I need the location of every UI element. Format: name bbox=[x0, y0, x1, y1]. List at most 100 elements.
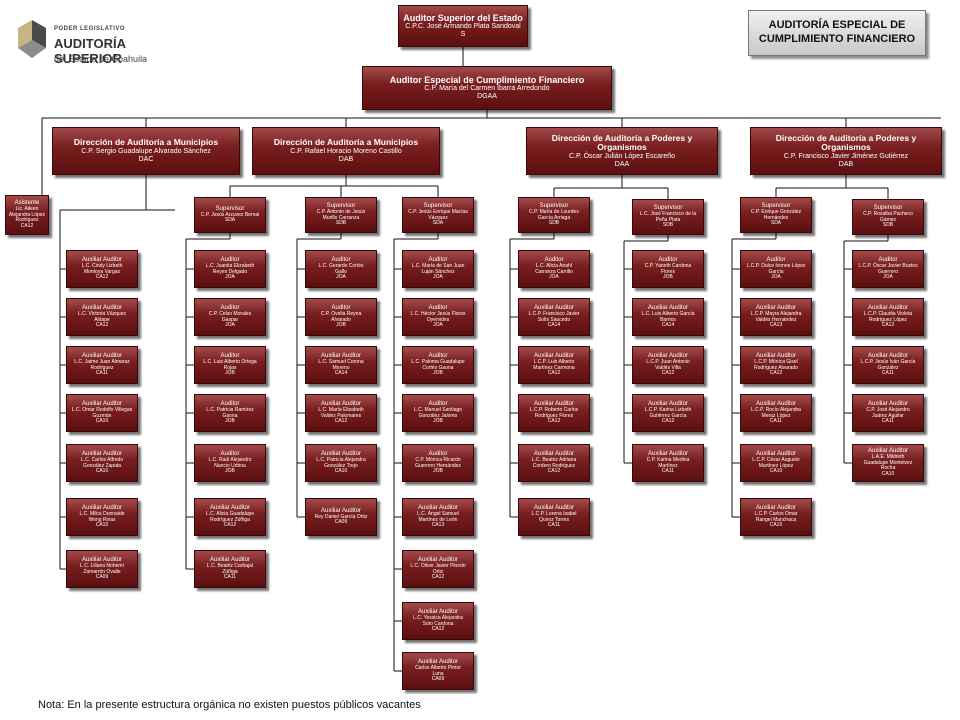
org-node-line: L.C. Liliana Nohemí bbox=[80, 562, 124, 569]
org-node-title: Auditor bbox=[878, 257, 898, 264]
org-node-title: Auxiliar Auditor bbox=[647, 451, 689, 458]
org-node-line: CA10 bbox=[769, 522, 783, 529]
org-node-title: Auxiliar Auditor bbox=[320, 353, 362, 360]
org-node-title: Auditor bbox=[331, 305, 351, 312]
org-node-title: Auxiliar Auditor bbox=[81, 401, 123, 408]
org-node-line: L.C. Héctor Jesús Flores bbox=[410, 310, 466, 317]
org-node-title: Auxiliar Auditor bbox=[81, 451, 123, 458]
org-node-line: Rey Daniel García Ortiz bbox=[314, 513, 368, 520]
org-node-line: Alvarado bbox=[331, 316, 351, 323]
org-node-line: CA14 bbox=[547, 322, 561, 329]
org-node-line: Ortiz bbox=[432, 568, 444, 575]
org-node-line: Martínez Carmona bbox=[533, 364, 575, 371]
org-node-line: CA12 bbox=[769, 370, 783, 377]
org-node-line: JOB bbox=[433, 468, 443, 475]
org-node-line: SDA bbox=[432, 220, 444, 227]
org-node-line: DAA bbox=[614, 160, 630, 168]
org-node-line: L.C.P. Claudia Violeta bbox=[863, 310, 913, 317]
org-node-line: Guadalupe Montelvez bbox=[863, 459, 913, 466]
org-node-line: Rodríguez Zúñiga bbox=[210, 516, 250, 523]
org-node-line: Montoya Vargas bbox=[83, 268, 121, 275]
org-node-line: Guzmán bbox=[92, 412, 112, 419]
org-node-title: Auxiliar Auditor bbox=[320, 508, 362, 515]
org-node-line: L.C. Alicia Guadalupe bbox=[205, 510, 255, 517]
org-node-line: Gaona bbox=[222, 412, 238, 419]
org-node-title: Auditor bbox=[428, 257, 448, 264]
org-node-title: Auditor bbox=[220, 401, 240, 408]
org-node-line: L.C. Samuel Corona bbox=[318, 358, 364, 365]
org-node-line: González Zapata bbox=[82, 462, 122, 469]
org-node-line: JOB bbox=[225, 370, 235, 377]
org-node-title: Auxiliar Auditor bbox=[867, 401, 909, 408]
org-node-line: C.P. Ovelia Reyna bbox=[320, 310, 362, 317]
org-node-line: González bbox=[877, 364, 899, 371]
org-node-line: JOA bbox=[771, 274, 781, 281]
org-node-line: L.C.P. Juan Antonio bbox=[646, 358, 690, 365]
org-node-title: Auxiliar Auditor bbox=[533, 505, 575, 512]
org-node-line: González Trejo bbox=[324, 462, 358, 469]
org-node-line: L.C. Patricia Ramírez bbox=[206, 406, 254, 413]
org-node-line: L.C. Milca Dunnaide bbox=[79, 510, 125, 517]
org-node-line: C.P. Karina Medina bbox=[646, 456, 690, 463]
org-node-line: Wong Rivas bbox=[88, 516, 116, 523]
org-node-line: JOA bbox=[225, 274, 235, 281]
org-node-line: Gaspar bbox=[221, 316, 239, 323]
org-node-line: CA13 bbox=[431, 522, 445, 529]
org-node-line: CA12 bbox=[334, 418, 348, 425]
org-node-title: Auditor bbox=[658, 257, 678, 264]
org-node-line: L.C. Raúl Alejandro bbox=[208, 456, 252, 463]
org-node-title: Auditor Superior del Estado bbox=[403, 13, 523, 24]
org-node-line: C.P. María del Carmen Ibarra Arredondo bbox=[424, 85, 550, 93]
org-node-line: SDB bbox=[548, 220, 560, 227]
org-node-line: L.C. Beatriz Carbajal bbox=[206, 562, 254, 569]
org-node-line: Luna bbox=[432, 670, 444, 677]
org-node-line: González Jalomo bbox=[418, 412, 458, 419]
org-node-title: Supervisor bbox=[653, 205, 683, 212]
org-node-line: L.C. Patricia Alejandra bbox=[316, 456, 366, 463]
org-node-line: CA11 bbox=[661, 468, 675, 475]
org-node-line: Carranza Carrillo bbox=[535, 268, 573, 275]
org-node-line: Zúñiga bbox=[222, 568, 238, 575]
org-node-line: C.P. Rafael Horacio Moreno Castillo bbox=[290, 147, 402, 155]
org-node-title: Auxiliar Auditor bbox=[81, 257, 123, 264]
org-node-line: Flores bbox=[661, 268, 675, 275]
org-node-line: C.P. Celso Morales bbox=[208, 310, 252, 317]
logo-text-line3: del Estado de Coahuila bbox=[54, 54, 148, 64]
org-node-line: CA09 bbox=[95, 574, 109, 581]
org-node-line: CA10 bbox=[881, 470, 895, 477]
org-node-line: CA11 bbox=[95, 370, 109, 377]
org-node-line: CA09 bbox=[334, 519, 348, 526]
org-node-line: CA12 bbox=[661, 370, 675, 377]
org-node-line: Quiroz Torres bbox=[539, 516, 569, 523]
org-node-line: C.P.C. José Armando Plata Sandoval bbox=[405, 23, 521, 31]
org-node-title: Auditor bbox=[428, 451, 448, 458]
org-node-line: CA09 bbox=[431, 676, 445, 683]
org-node-line: L.C. Paloma Guadalupe bbox=[411, 358, 465, 365]
org-node-dir-3: Dirección de Auditoría a Poderes y Organ… bbox=[526, 127, 718, 175]
logo-emblem-icon bbox=[18, 20, 46, 58]
org-node-title: Auxiliar Auditor bbox=[755, 505, 797, 512]
org-node-line: SDA bbox=[770, 220, 782, 227]
org-node-line: Lic. Aileen bbox=[15, 206, 39, 213]
org-node-line: JOB bbox=[336, 322, 346, 329]
org-node-line: Martínez López bbox=[758, 462, 794, 469]
